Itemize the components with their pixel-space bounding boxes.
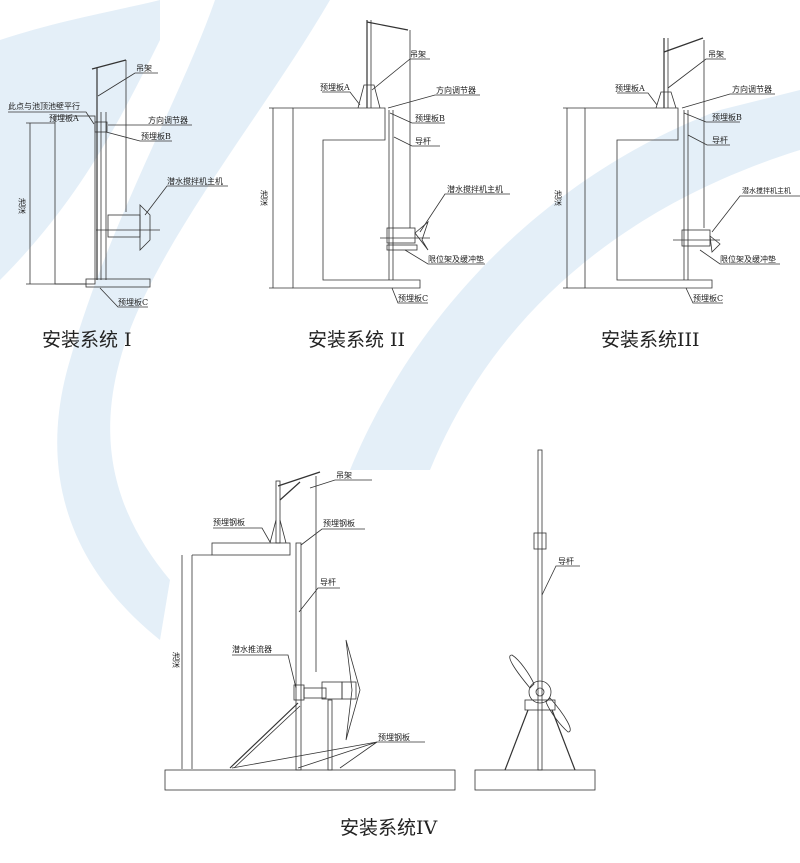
system-4-side-view: [474, 449, 596, 791]
s3-crane-label: 吊架: [708, 50, 724, 59]
s1-mixer-label: 潜水搅拌机主机: [167, 176, 223, 186]
s4-flow-booster-label: 潜水推流器: [232, 644, 272, 654]
background-swoosh-main: [57, 0, 330, 640]
system-3-drawing: [563, 37, 800, 304]
s4-steel-plate-bottom-label: 预埋钢板: [378, 732, 410, 742]
s4-crane-label: 吊架: [336, 471, 352, 480]
s3-direction-adjuster-label: 方向调节器: [732, 84, 772, 94]
s2-plate-c-label: 预埋板C: [398, 293, 428, 303]
s4-steel-plate-right-label: 预埋钢板: [323, 518, 355, 528]
s3-mixer-label: 潜水搅拌机主机: [742, 186, 791, 195]
s1-direction-adjuster-label: 方向调节器: [148, 115, 188, 125]
s4-guide-rod-label: 导杆: [320, 577, 336, 587]
s3-guide-rod-label: 导杆: [712, 135, 728, 145]
s1-depth-label: 池深: [18, 197, 27, 215]
s4-steel-plate-left-label: 预埋钢板: [213, 517, 245, 527]
s2-plate-a-label: 预埋板A: [320, 82, 350, 92]
s1-parallel-note: 此点与池顶池壁平行: [8, 101, 80, 111]
s1-plate-a-label: 预埋板A: [49, 113, 79, 123]
background-swoosh-left: [0, 0, 160, 280]
s2-direction-adjuster-label: 方向调节器: [436, 85, 476, 95]
s2-depth-label: 池深: [260, 189, 269, 207]
s4-caption: 安装系统IV: [340, 817, 438, 839]
s1-caption: 安装系统 I: [42, 329, 132, 351]
s1-crane-label: 吊架: [136, 64, 152, 73]
s2-plate-b-label: 预埋板B: [415, 113, 445, 123]
s3-plate-a-label: 预埋板A: [615, 83, 645, 93]
s3-limit-frame-label: 限位架及缓冲垫: [720, 254, 776, 264]
s3-plate-c-label: 预埋板C: [693, 293, 723, 303]
system-1-drawing: [8, 59, 228, 308]
background-swoosh-right: [350, 90, 800, 470]
s4-depth-label: 池深: [172, 651, 181, 669]
s3-plate-b-label: 预埋板B: [712, 112, 742, 122]
system-2-drawing: [269, 20, 510, 304]
s1-plate-c-label: 预埋板C: [118, 297, 148, 307]
s2-guide-rod-label: 导杆: [415, 136, 431, 146]
s2-limit-frame-label: 限位架及缓冲垫: [428, 254, 484, 264]
s2-mixer-label: 潜水搅拌机主机: [447, 184, 503, 194]
s3-caption: 安装系统III: [601, 329, 700, 351]
s2-crane-label: 吊架: [410, 50, 426, 59]
s2-caption: 安装系统 II: [308, 329, 405, 351]
s4-side-guide-rod-label: 导杆: [558, 556, 574, 566]
s1-plate-b-label: 预埋板B: [141, 131, 171, 141]
s3-depth-label: 池深: [554, 189, 563, 207]
system-4-drawing: [164, 471, 456, 791]
